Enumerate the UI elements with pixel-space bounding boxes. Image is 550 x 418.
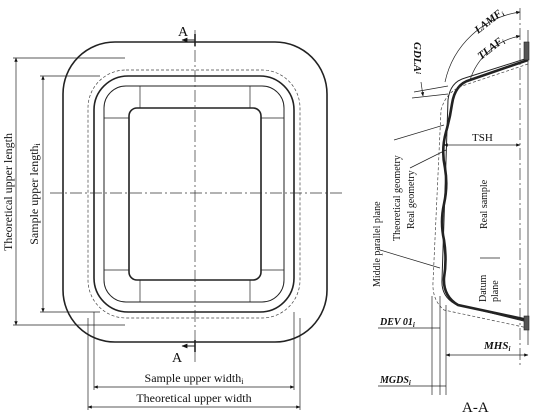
dashed-offset-profile	[432, 63, 529, 329]
real-sample-profile	[440, 58, 529, 322]
theoretical-upper-length-label: Theoretical upper length	[1, 133, 15, 251]
sample-upper-length-label: Sample upper lengthi	[27, 142, 42, 244]
bottom-flange-block	[523, 315, 530, 331]
sample-upper-width-label: Sample upper widthi	[145, 371, 245, 386]
middle-parallel-plane-label: Middle parallel plane	[372, 201, 383, 287]
section-marker-bottom: A	[172, 351, 183, 366]
section-title: A-A	[462, 400, 489, 416]
datum-plane-label-2: plane	[490, 280, 501, 302]
gdla-ref-line	[413, 85, 449, 93]
leader-line	[379, 249, 441, 269]
real-sample-label: Real sample	[479, 179, 490, 229]
gdla-ref-line	[411, 93, 449, 99]
tsh-label: TSH	[472, 132, 493, 144]
theoretical-upper-width-label: Theoretical upper width	[136, 391, 251, 405]
tlaf-arc	[469, 35, 521, 81]
top-view: A A Theoretical upper length Sample uppe…	[1, 25, 345, 410]
mgds-label: MGDSi	[379, 375, 411, 387]
theoretical-geometry-label: Theoretical geometry	[392, 155, 403, 241]
datum-plane-label-1: Datum	[478, 275, 489, 302]
dev01-label: DEV 01i	[379, 317, 415, 329]
outer-dashed-contour	[87, 69, 301, 319]
section-view: LAMFi TLAFi GDLAi TSH Middle parallel pl…	[372, 6, 530, 416]
lamf-arc	[444, 10, 521, 83]
leader-line	[393, 124, 445, 141]
gdla-label: GDLAi	[411, 42, 423, 74]
lamf-label: LAMFi	[472, 6, 507, 37]
gdla-arrow	[420, 81, 425, 97]
flange-contour	[93, 75, 295, 313]
mhs-label: MHSi	[483, 340, 510, 353]
leader-line	[409, 149, 447, 169]
inner-contour-thin	[103, 85, 285, 303]
top-flange-block	[523, 41, 530, 61]
tlaf-label: TLAFi	[475, 34, 507, 63]
real-geometry-label: Real geometry	[406, 170, 417, 229]
section-marker-top: A	[178, 25, 189, 40]
